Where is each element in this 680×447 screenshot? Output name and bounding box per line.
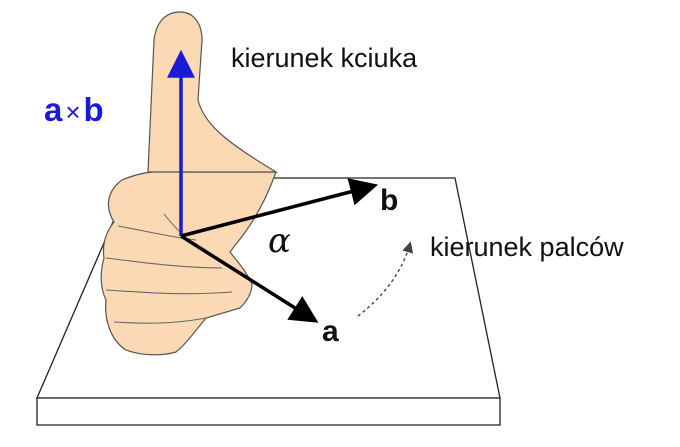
cross-product-label: a×b bbox=[44, 93, 104, 126]
angle-label: α bbox=[268, 221, 291, 261]
vector-b-label: b bbox=[380, 184, 399, 217]
vector-a-label: a bbox=[322, 315, 339, 348]
vector-a-arrow bbox=[180, 234, 319, 323]
finger-crease-1 bbox=[117, 225, 197, 241]
finger-direction-label: kierunek palców bbox=[430, 232, 624, 262]
cross-product-b: b bbox=[83, 91, 104, 128]
hand-palm bbox=[100, 170, 277, 356]
thumb-direction-label: kierunek kciuka bbox=[231, 43, 418, 73]
finger-crease-3 bbox=[105, 289, 233, 295]
hand-thumb bbox=[147, 11, 279, 173]
cross-product-times: × bbox=[65, 97, 81, 127]
finger-crease-4 bbox=[113, 317, 207, 324]
cross-product-a: a bbox=[44, 91, 63, 128]
plane-front-face bbox=[36, 397, 501, 426]
finger-crease-2 bbox=[105, 257, 223, 269]
vector-b-arrow bbox=[180, 178, 379, 238]
